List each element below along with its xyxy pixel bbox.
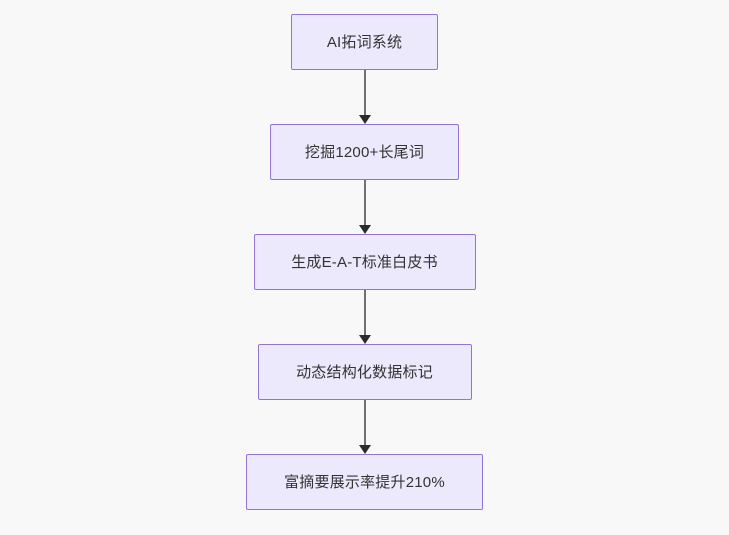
connector-line	[363, 70, 366, 116]
flow-node-mine-longtail-keywords[interactable]: 挖掘1200+长尾词	[270, 124, 459, 180]
flow-node-label: 生成E-A-T标准白皮书	[291, 253, 438, 271]
arrow-down-icon	[358, 115, 371, 124]
flow-node-generate-eat-whitepaper[interactable]: 生成E-A-T标准白皮书	[253, 234, 476, 290]
flow-node-label: 动态结构化数据标记	[296, 363, 433, 381]
flow-connector-n0-n1	[358, 70, 372, 124]
flow-node-rich-snippet-impression-uplift[interactable]: 富摘要展示率提升210%	[246, 454, 483, 510]
flow-connector-n1-n2	[358, 180, 372, 234]
arrow-down-icon	[358, 335, 371, 344]
top-spacer	[364, 0, 365, 14]
flow-node-ai-keyword-system[interactable]: AI拓词系统	[291, 14, 438, 70]
flow-node-label: 挖掘1200+长尾词	[304, 143, 425, 161]
connector-line	[363, 180, 366, 226]
flow-connector-n2-n3	[358, 290, 372, 344]
flowchart-node-column: AI拓词系统 挖掘1200+长尾词 生成E-A-T标准白皮书 动态结构化数据标记	[246, 0, 483, 510]
flow-node-label: 富摘要展示率提升210%	[284, 473, 445, 491]
connector-line	[363, 290, 366, 336]
arrow-down-icon	[358, 225, 371, 234]
flow-node-label: AI拓词系统	[326, 33, 403, 51]
flow-connector-n3-n4	[358, 400, 372, 454]
connector-line	[363, 400, 366, 446]
flow-node-dynamic-structured-data-markup[interactable]: 动态结构化数据标记	[257, 344, 472, 400]
arrow-down-icon	[358, 445, 371, 454]
